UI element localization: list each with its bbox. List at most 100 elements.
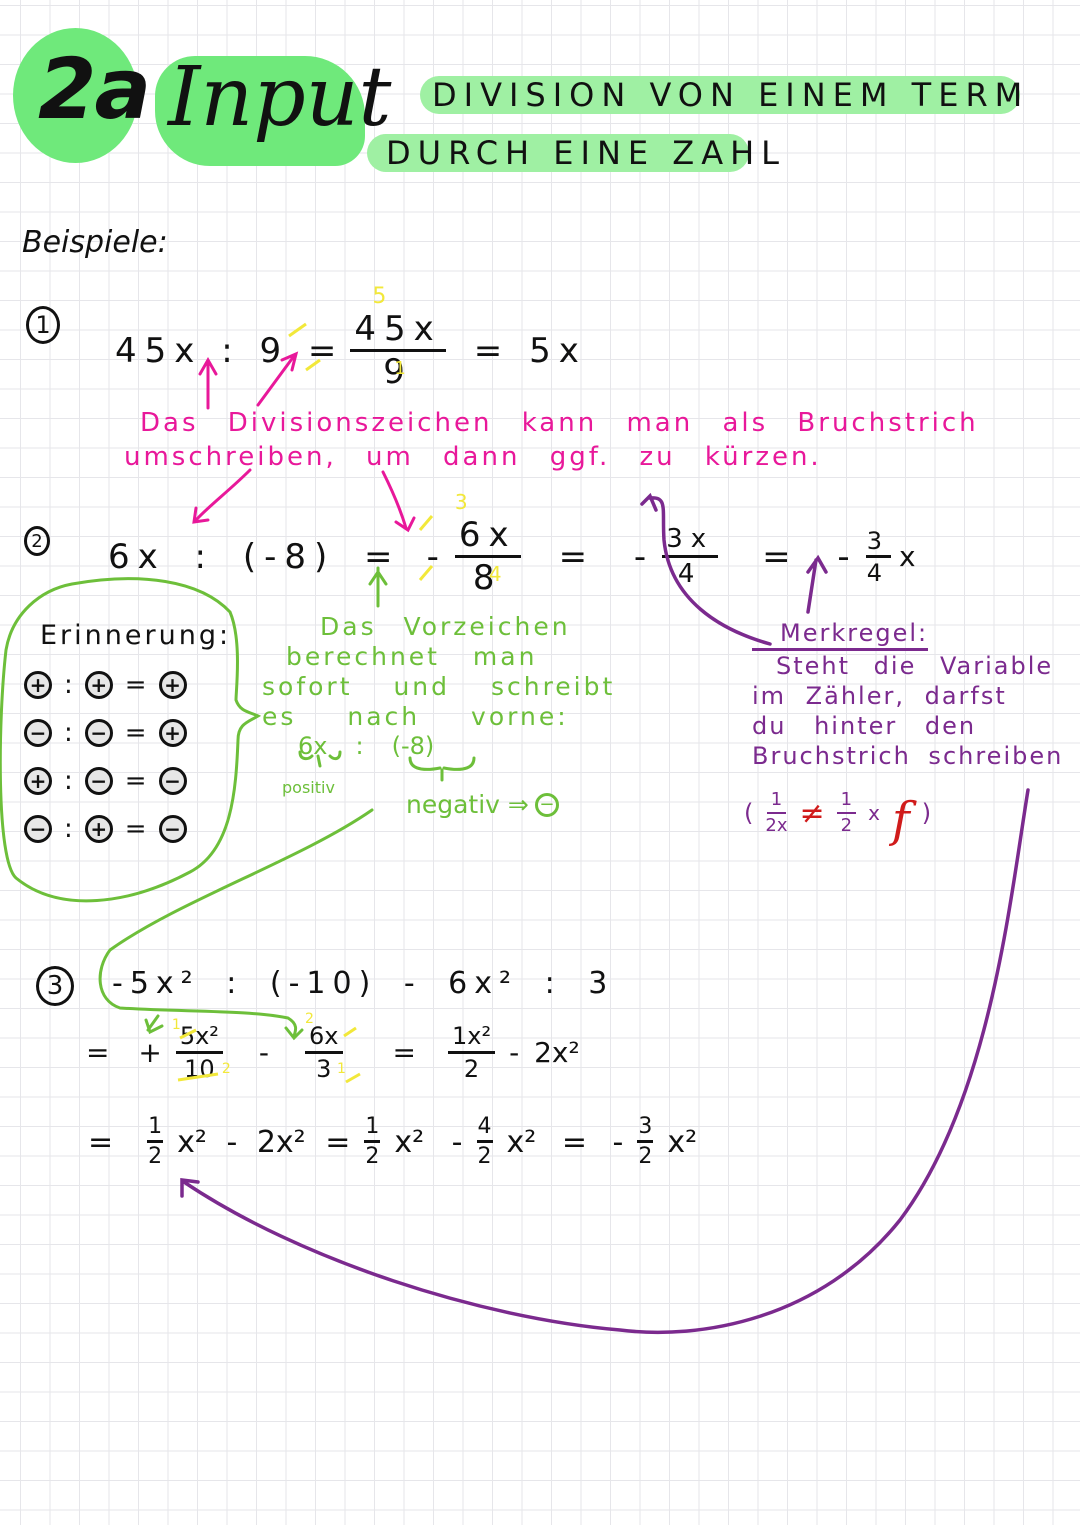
example-colon: : (355, 732, 364, 760)
denominator: 4 (866, 558, 890, 587)
fraction-wrong: 1 2x (765, 791, 787, 835)
sign-rule: − : − = + (24, 718, 187, 748)
example-number-badge: 1 (26, 306, 60, 344)
example-left: 6x (298, 732, 328, 760)
numerator: 6x (454, 518, 521, 558)
numerator: 1 (364, 1116, 381, 1143)
denominator: 9 (383, 352, 413, 392)
memo-rule-example: ( 1 2x ≠ 1 2 x f ) (744, 778, 931, 849)
colon: : (64, 718, 73, 748)
equals: = (124, 670, 147, 700)
result: = 5x (473, 330, 587, 371)
denominator: 2 (365, 1144, 380, 1169)
equals: = (124, 766, 147, 796)
denominator: 3 (316, 1055, 332, 1083)
example-right: (-8) (391, 732, 435, 760)
badge-highlight (13, 28, 138, 163)
sign-rule: − : + = − (24, 814, 187, 844)
wrong-mark-icon: f (891, 792, 910, 848)
cancel-numerator: 1 (171, 1017, 181, 1033)
plus-sign-icon: + (84, 815, 113, 843)
equals: = (88, 1124, 114, 1160)
term: x² = - (506, 1124, 624, 1160)
cancel-denominator: 1 (337, 1061, 346, 1077)
sign-note-line-1: Das Vorzeichen (320, 612, 571, 641)
numerator: 1 (147, 1116, 164, 1143)
sign-note-line-3: sofort und schreibt (262, 672, 616, 701)
cancel-numerator: 5 (372, 284, 387, 309)
section-badge: 2a (38, 40, 151, 138)
subtitle-line-2: DURCH EINE ZAHL (386, 134, 786, 172)
fraction-3: 1x² 2 (447, 1024, 496, 1081)
section-label: Beispiele: (22, 225, 168, 260)
minus-sign-icon: − (24, 719, 52, 747)
division-note-line-2: umschreiben, um dann ggf. zu kürzen. (124, 442, 822, 472)
memo-rule-line-2: im Zähler, darfst (752, 682, 1007, 710)
subtitle-pill-1 (420, 76, 1020, 114)
numerator: 3 (865, 529, 891, 558)
term: x² (667, 1124, 698, 1160)
denominator: 2 (477, 1144, 492, 1169)
division-note-line-1: Das Divisionszeichen kann man als Bruchs… (140, 408, 979, 438)
minus-sign-icon: − (84, 767, 113, 795)
numerator: 3 (637, 1116, 654, 1143)
numerator: 1 (766, 791, 787, 814)
plus-sign-icon: + (84, 671, 113, 699)
colon: : (64, 814, 73, 844)
minus-sign-icon: − (158, 767, 187, 795)
minus-sign-icon: − (534, 792, 559, 817)
label-negative: negativ ⇒ − (406, 790, 559, 819)
example-3: 3 (36, 966, 74, 1006)
cancel-denominator: 4 (488, 562, 502, 586)
minus-sign-icon: − (84, 719, 113, 747)
fraction-3: 3 4 (865, 529, 891, 587)
subtitle-line-1: DIVISION VON EINEM TERM (432, 76, 1030, 114)
example-2: 2 (24, 526, 50, 556)
example-2-expression: 6x : (-8) = - 6x 8 3 4 = - 3x 4 = - 3 4 … (108, 492, 924, 595)
minus-sign-icon: − (24, 815, 52, 843)
paren-open: ( (744, 799, 754, 827)
denominator: 4 (677, 559, 703, 589)
numerator: 45x (350, 312, 446, 352)
denominator: 2 (840, 815, 853, 836)
fraction-right: 1 2 (836, 791, 857, 836)
equals: = (124, 718, 147, 748)
denominator: 2x (765, 815, 788, 836)
sign-example: 6x : (-8) (298, 732, 434, 760)
sign-note-line-2: berechnet man (286, 642, 538, 671)
example-1-expression: 45x : 9 = 45x 9 5 1 = 5x (115, 286, 587, 392)
numerator: 6x (305, 1024, 343, 1054)
numerator: 1 (836, 791, 857, 814)
memo-rule-line-3: du hinter den (752, 712, 977, 740)
cancel-denominator: 2 (221, 1061, 231, 1077)
fraction: 45x 9 5 1 (350, 286, 446, 392)
example-3-line-3: = 1 2 x² - 2x² = 1 2 x² - 4 2 x² = - 3 2… (88, 1116, 697, 1168)
sign-rule: + : − = − (24, 766, 187, 796)
fraction-2: 6x 3 2 1 (305, 1012, 346, 1083)
plus-sign-icon: + (24, 671, 52, 699)
subtitle-pill-2 (367, 134, 749, 172)
minus-sign-icon: − (158, 815, 187, 843)
term: x² - (394, 1124, 463, 1160)
not-equal-sign: ≠ (799, 795, 825, 831)
numerator: 4 (476, 1116, 493, 1143)
variable: x (898, 540, 924, 573)
fraction-1: 5x² 10 1 2 (172, 1018, 231, 1083)
reminder-title: Erinnerung: (40, 620, 232, 651)
operator: - (258, 1036, 270, 1069)
cancel-numerator: 2 (305, 1011, 314, 1027)
colon: : (64, 670, 73, 700)
sign-note-line-4: es nach vorne: (262, 702, 569, 731)
colon: : (64, 766, 73, 796)
equals: = (124, 814, 147, 844)
label-negative-text: negativ ⇒ (406, 790, 529, 819)
label-positive: positiv (282, 778, 335, 797)
equals-3: = - (762, 536, 858, 577)
denominator: 10 (184, 1055, 215, 1083)
expression-left: 6x : (-8) = (108, 536, 401, 577)
plus-sign-icon: + (24, 767, 52, 795)
fraction: 1 2 (364, 1116, 381, 1169)
sign: - (426, 536, 447, 577)
example-3-line-1: -5x² : (-10) - 6x² : 3 (112, 966, 615, 1001)
cancel-numerator: 3 (454, 490, 468, 514)
